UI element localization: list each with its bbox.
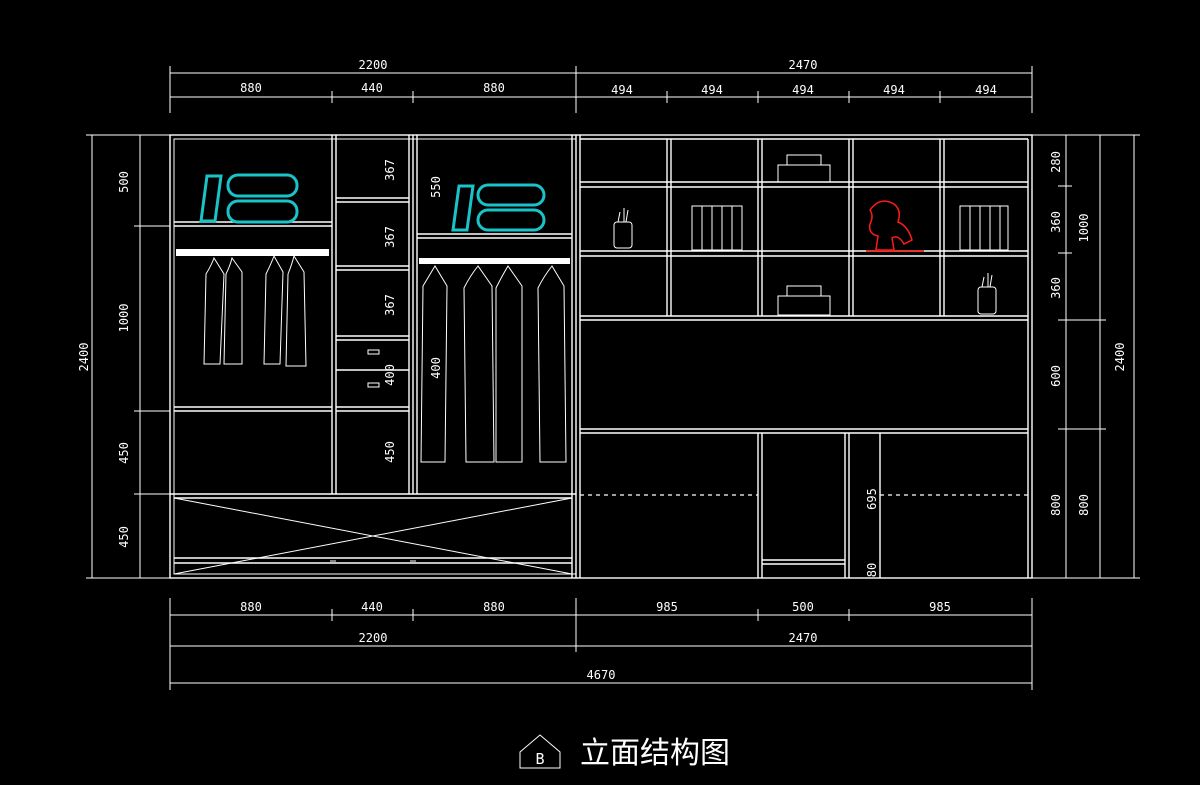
hanging-clothes-left [203,254,307,367]
dim-drawer-400: 400 [383,364,397,386]
dim-right-360b: 360 [1049,277,1063,299]
dim-left-450a: 450 [117,442,131,464]
dim-top-right-2: 494 [701,83,723,97]
dim-right-360a: 360 [1049,211,1063,233]
hanging-clothes-right [420,265,567,463]
dim-bottom-5: 500 [792,600,814,614]
bottom-dimension-lines [169,598,1033,690]
dim-left-450b: 450 [117,526,131,548]
dim-bottom-6: 985 [929,600,951,614]
drawer-handles [330,349,416,562]
horse-sculpture-icon [866,200,924,252]
device-icon-2 [777,285,831,316]
decor-18-right [451,183,546,232]
dim-right-600: 600 [1049,365,1063,387]
dim-right-800b: 800 [1077,494,1091,516]
dim-mid-550: 550 [429,176,443,198]
dim-bottom-overall-left: 2200 [359,631,388,645]
decor-18-left [199,173,299,224]
dim-drawer-450: 450 [383,441,397,463]
dim-top-right-1: 494 [611,83,633,97]
dim-bottom-2: 440 [361,600,383,614]
dim-bottom-4: 985 [656,600,678,614]
dim-top-right-3: 494 [792,83,814,97]
drawing-title: 立面结构图 [580,736,730,771]
dim-desk-695: 695 [865,488,879,510]
dim-right-280: 280 [1049,151,1063,173]
hanging-rod-left [176,249,329,256]
section-marker-letter: B [535,750,544,768]
left-dimension-lines [86,134,170,579]
dim-mid-400: 400 [429,357,443,379]
top-dimension-lines [169,66,1033,113]
dim-top-overall-left: 2200 [359,58,388,72]
dim-bottom-3: 880 [483,600,505,614]
vase-icon-2 [977,273,997,315]
dim-right-800a: 800 [1049,494,1063,516]
dim-top-left-1: 880 [240,81,262,95]
dim-left-1000: 1000 [117,304,131,333]
dim-top-left-3: 880 [483,81,505,95]
device-icon [777,154,831,183]
right-dimension-lines [1032,134,1140,579]
dim-top-left-2: 440 [361,81,383,95]
section-marker: B [519,734,561,769]
dim-top-right-5: 494 [975,83,997,97]
dim-bottom-total: 4670 [587,668,616,682]
dim-drawer-367b: 367 [383,226,397,248]
books-icon-2 [959,205,1009,251]
dim-right-height: 2400 [1113,343,1127,372]
dim-right-1000: 1000 [1077,214,1091,243]
dim-bottom-overall-right: 2470 [789,631,818,645]
cabinet-structure [169,134,1033,579]
dim-top-right-4: 494 [883,83,905,97]
dim-left-height: 2400 [77,343,91,372]
dim-bottom-1: 880 [240,600,262,614]
dim-left-500: 500 [117,171,131,193]
hanging-rod-right [419,258,570,264]
dim-drawer-367a: 367 [383,159,397,181]
books-icon [691,205,743,251]
vase-icon [613,208,633,249]
dim-desk-80: 80 [865,563,879,577]
dim-top-overall-right: 2470 [789,58,818,72]
dim-drawer-367c: 367 [383,294,397,316]
shelf-unit [580,138,1029,578]
